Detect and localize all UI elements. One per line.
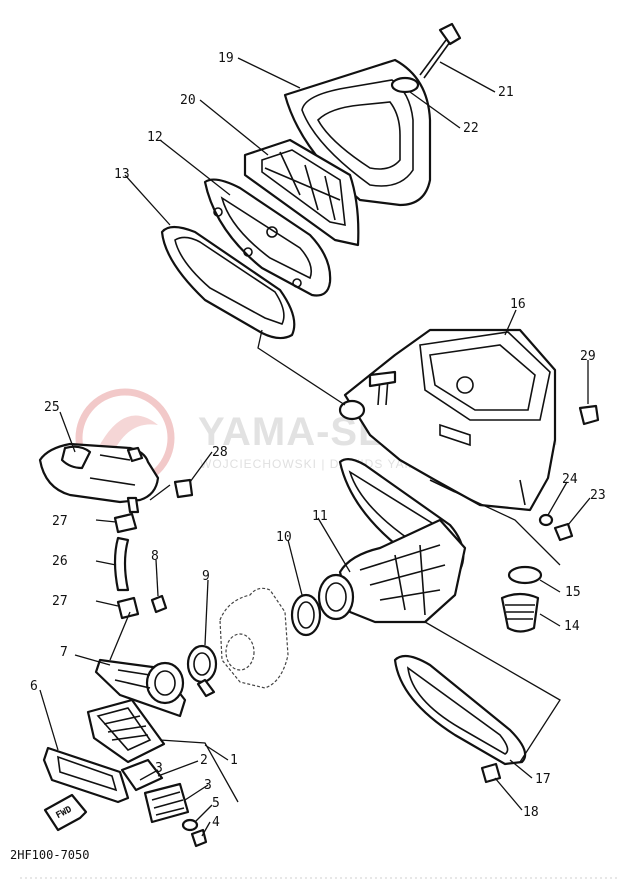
reed-2[interactable] — [120, 758, 164, 792]
callout-25: 25 — [44, 400, 60, 415]
joint-11[interactable] — [317, 518, 467, 624]
callout-4: 4 — [212, 815, 220, 830]
gasket-6[interactable] — [42, 746, 130, 804]
collar-24[interactable] — [538, 513, 554, 527]
callout-17: 17 — [535, 772, 551, 787]
callout-7: 7 — [60, 645, 68, 660]
cap-14[interactable] — [500, 592, 540, 633]
callout-6: 6 — [30, 679, 38, 694]
screw-21[interactable] — [419, 22, 462, 79]
element-guide-20[interactable] — [243, 138, 360, 247]
callout-27-upper: 27 — [52, 514, 68, 529]
callout-21: 21 — [498, 85, 514, 100]
grommet-29[interactable] — [578, 372, 600, 426]
callout-20: 20 — [180, 93, 196, 108]
callout-26: 26 — [52, 554, 68, 569]
callout-29: 29 — [580, 349, 596, 364]
watermark-logo-mark — [98, 415, 158, 455]
callout-10: 10 — [276, 530, 292, 545]
callout-16: 16 — [510, 297, 526, 312]
callout-leaders — [39, 57, 591, 837]
callout-11: 11 — [312, 509, 328, 524]
callout-12: 12 — [147, 130, 163, 145]
manifold-7[interactable] — [94, 658, 187, 718]
callout-14: 14 — [564, 619, 580, 634]
clamp-9[interactable] — [186, 644, 218, 698]
washer-22[interactable] — [390, 76, 420, 94]
washer-5[interactable] — [181, 818, 199, 832]
callout-3-upper: 3 — [155, 761, 163, 776]
clip-27-lower[interactable] — [116, 596, 140, 620]
air-filter-element[interactable] — [283, 58, 432, 207]
callout-13: 13 — [114, 167, 130, 182]
air-filter-case-16[interactable] — [338, 328, 557, 512]
callout-23: 23 — [590, 488, 606, 503]
diagram-code: 2HF100-7050 — [10, 848, 89, 862]
assembly-lines — [109, 329, 561, 803]
callout-27-lower: 27 — [52, 594, 68, 609]
o-ring-15[interactable] — [507, 565, 543, 585]
reed-valve-1[interactable] — [86, 698, 166, 764]
callout-15: 15 — [565, 585, 581, 600]
callout-1: 1 — [230, 753, 238, 768]
gasket-13[interactable] — [160, 225, 296, 340]
clamp-10[interactable] — [290, 593, 322, 637]
screw-8[interactable] — [150, 594, 168, 614]
element-cover-12[interactable] — [203, 178, 332, 297]
callout-19: 19 — [218, 51, 234, 66]
bolt-23[interactable] — [553, 522, 574, 542]
breather-tank-25[interactable] — [38, 442, 160, 514]
callout-5: 5 — [212, 796, 220, 811]
callout-8: 8 — [151, 549, 159, 564]
callout-24: 24 — [562, 472, 578, 487]
fwd-arrow-icon: FWD — [43, 793, 88, 832]
hose-26[interactable] — [113, 536, 130, 592]
callout-3-lower: 3 — [204, 778, 212, 793]
callout-9: 9 — [202, 569, 210, 584]
callout-18-lower: 18 — [523, 805, 539, 820]
carburetor-outline — [219, 587, 289, 689]
clip-27-upper[interactable] — [113, 512, 138, 534]
watermark-subtitle: WOJCIECHOWSKI | DAWIDS YAMAHA — [200, 457, 443, 471]
case-cover-gasket-17[interactable] — [393, 654, 527, 766]
callout-2: 2 — [200, 753, 208, 768]
bolt-18[interactable] — [480, 762, 502, 784]
bolt-28[interactable] — [173, 478, 194, 499]
callout-numbers: 19 21 22 20 12 13 16 29 24 23 15 14 11 1… — [30, 51, 606, 830]
callout-22: 22 — [463, 121, 479, 136]
stopper-3[interactable] — [143, 782, 190, 824]
callout-28: 28 — [212, 445, 228, 460]
